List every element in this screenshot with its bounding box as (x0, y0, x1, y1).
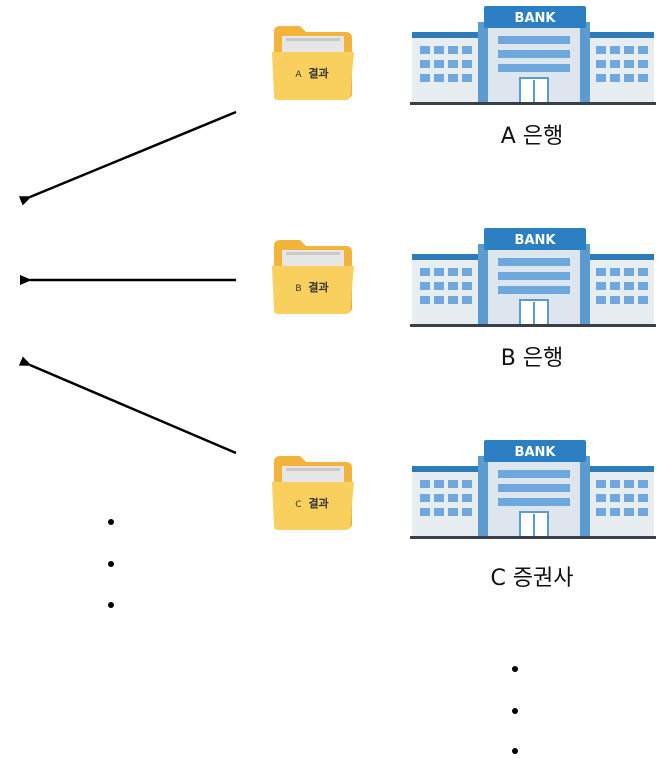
svg-text:A 결과: A 결과 (295, 66, 328, 80)
bank-a-sign: BANK (515, 11, 557, 26)
ellipsis-dot-right-1 (512, 666, 518, 672)
svg-text:B 결과: B 결과 (295, 280, 328, 294)
ellipsis-dot-left-3 (108, 602, 114, 608)
bank-building-c-icon: BANK (410, 440, 656, 539)
institution-a-label: A 은행 (500, 124, 564, 149)
folder-a-prefix: A (295, 70, 302, 80)
folder-c-icon: C 결과 (272, 456, 354, 530)
arrow-c (18, 356, 237, 455)
bank-b-sign: BANK (515, 233, 557, 248)
folder-a-icon: A 결과 (272, 26, 354, 100)
folder-b-prefix: B (295, 284, 301, 294)
ellipsis-dot-left-2 (108, 561, 114, 567)
institution-b-label: B 은행 (500, 346, 564, 371)
folder-c-text: 결과 (308, 496, 328, 510)
bank-building-a-icon: BANK (410, 6, 656, 105)
folder-b-icon: B 결과 (272, 240, 354, 314)
ellipsis-dot-right-2 (512, 708, 518, 714)
bank-c-sign: BANK (515, 445, 557, 460)
ellipsis-dot-right-3 (512, 748, 518, 754)
folder-a-text: 결과 (308, 66, 328, 80)
svg-text:C 결과: C 결과 (295, 496, 328, 510)
ellipsis-dot-left-1 (108, 519, 114, 525)
folder-c-prefix: C (295, 500, 301, 510)
arrow-a (18, 110, 237, 206)
folder-b-text: 결과 (308, 280, 328, 294)
bank-building-b-icon: BANK (410, 228, 656, 327)
institution-c-label: C 증권사 (490, 566, 574, 591)
